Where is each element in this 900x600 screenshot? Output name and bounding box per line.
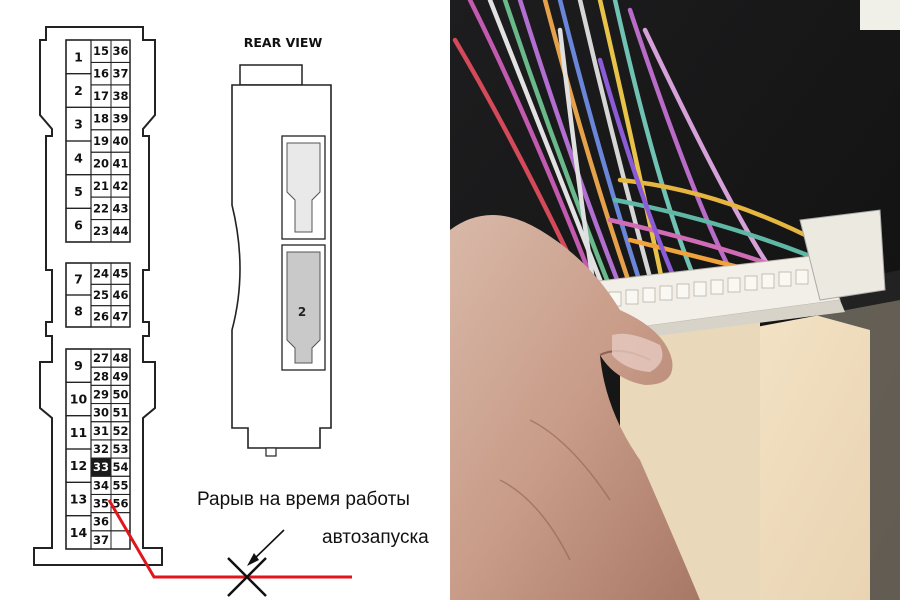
rear-view-foot bbox=[265, 447, 277, 457]
pin-label-small: 43 bbox=[112, 201, 128, 215]
pin-label-small: 54 bbox=[112, 460, 128, 474]
pin-label-small: 27 bbox=[93, 351, 109, 365]
pin-label-small: 56 bbox=[112, 497, 128, 511]
red-wire bbox=[107, 499, 352, 579]
pin-label-small: 52 bbox=[112, 424, 128, 438]
pin-label-small: 36 bbox=[112, 44, 128, 58]
pin-label-small: 46 bbox=[112, 288, 128, 302]
wire bbox=[577, 0, 658, 299]
wire bbox=[597, 0, 668, 297]
connector-cavity bbox=[710, 279, 724, 295]
pin-label-small: 37 bbox=[93, 533, 109, 547]
pin-label-small: 25 bbox=[93, 288, 109, 302]
pin-label-large: 10 bbox=[70, 392, 88, 407]
pin-cell-small bbox=[110, 530, 131, 550]
connector-cavity bbox=[642, 287, 656, 303]
connector-cavity bbox=[659, 285, 673, 301]
pin-label-small: 39 bbox=[112, 112, 128, 126]
pin-label-small: 36 bbox=[93, 515, 109, 529]
pin-label-large: 14 bbox=[70, 525, 88, 540]
pin-label-small: 37 bbox=[112, 67, 128, 81]
connector-cavity bbox=[693, 281, 707, 297]
wire bbox=[517, 0, 628, 303]
pin-label-large: 12 bbox=[70, 458, 87, 473]
pin-label-large: 7 bbox=[74, 272, 83, 287]
wire bbox=[542, 0, 638, 303]
pin-label-small: 22 bbox=[93, 201, 109, 215]
pin-label-small: 18 bbox=[93, 112, 109, 126]
pin-label-small: 26 bbox=[93, 309, 109, 323]
pin-label-small: 20 bbox=[93, 156, 109, 170]
wire bbox=[617, 177, 828, 248]
pin-label-large: 5 bbox=[74, 184, 83, 199]
pin-label-small: 16 bbox=[93, 67, 109, 81]
pin-label-large: 4 bbox=[74, 150, 83, 165]
pin-label-small: 21 bbox=[93, 179, 109, 193]
pin-label-small: 51 bbox=[112, 406, 128, 420]
wire bbox=[467, 0, 603, 303]
pin-label-large: 8 bbox=[74, 304, 83, 319]
connector-cavity bbox=[761, 273, 775, 289]
pin-label-small: 48 bbox=[112, 351, 128, 365]
connector-cavity bbox=[744, 275, 758, 291]
connector-cavity bbox=[625, 289, 639, 305]
pin-label-small: 47 bbox=[112, 309, 128, 323]
pin-label-small: 17 bbox=[93, 89, 109, 103]
pin-label-small: 41 bbox=[112, 156, 128, 170]
annotation-line1: Рарыв на время работы bbox=[197, 489, 410, 510]
connector-cavity bbox=[676, 283, 690, 299]
pin-label-highlighted: 33 bbox=[93, 460, 109, 474]
pin-label-large: 1 bbox=[74, 49, 83, 64]
wire bbox=[502, 0, 618, 303]
pin-label-large: 11 bbox=[70, 425, 87, 440]
pin-label-small: 44 bbox=[112, 224, 128, 238]
rear-view-slot-label: 2 bbox=[298, 305, 306, 319]
pin-label-large: 3 bbox=[74, 117, 83, 132]
pin-label-large: 2 bbox=[74, 83, 83, 98]
hand bbox=[450, 215, 700, 600]
pin-label-small: 31 bbox=[93, 424, 109, 438]
pin-label-small: 53 bbox=[112, 442, 128, 456]
pin-label-small: 19 bbox=[93, 134, 109, 148]
pin-label-small: 28 bbox=[93, 369, 109, 383]
wire bbox=[612, 0, 703, 295]
cut-wire bbox=[107, 499, 352, 597]
pin-label-small: 38 bbox=[112, 89, 128, 103]
pin-label-small: 40 bbox=[112, 134, 128, 148]
connector-cavity bbox=[795, 269, 809, 285]
pin-label-small: 55 bbox=[112, 478, 128, 492]
wire bbox=[557, 0, 648, 301]
rear-view-title: REAR VIEW bbox=[244, 35, 323, 50]
pin-label-small: 45 bbox=[112, 267, 128, 281]
pin-label-small: 35 bbox=[93, 497, 109, 511]
connector-photo bbox=[450, 0, 900, 600]
connector-cavity bbox=[727, 277, 741, 293]
pin-cell-small bbox=[110, 305, 131, 328]
trim-panel bbox=[740, 300, 900, 600]
pin-label-small: 34 bbox=[93, 478, 109, 492]
thumbnail bbox=[612, 333, 663, 372]
pin-label-small: 49 bbox=[112, 369, 128, 383]
wire bbox=[612, 197, 823, 263]
annotation-line2: автозапуска bbox=[322, 527, 429, 548]
pin-cell-small bbox=[110, 219, 131, 243]
pin-label-small: 42 bbox=[112, 179, 128, 193]
pin-label-large: 9 bbox=[74, 358, 83, 373]
pin-label-small: 29 bbox=[93, 387, 109, 401]
pin-label-small: 23 bbox=[93, 224, 109, 238]
pin-label-small: 50 bbox=[112, 387, 128, 401]
connector-cavity bbox=[778, 271, 792, 287]
pin-label-large: 6 bbox=[74, 218, 83, 233]
rear-view-top-tab bbox=[239, 64, 303, 86]
wire bbox=[597, 57, 683, 295]
pin-label-small: 32 bbox=[93, 442, 109, 456]
rear-view: REAR VIEW 2 bbox=[231, 35, 332, 457]
pin-label-small: 15 bbox=[93, 44, 109, 58]
pin-label-small: 30 bbox=[93, 406, 109, 420]
pin-label-small: 24 bbox=[93, 267, 109, 281]
pin-label-large: 13 bbox=[70, 492, 87, 507]
